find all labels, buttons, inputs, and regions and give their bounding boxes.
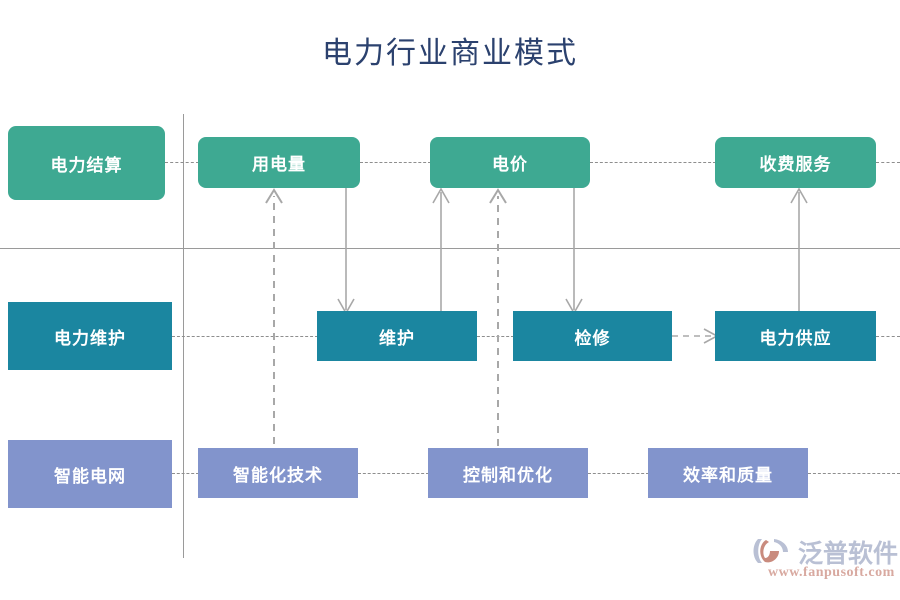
node-stage-efficiency-quality[interactable]: 效率和质量 — [648, 448, 808, 498]
node-label: 控制和优化 — [463, 465, 553, 485]
dashed-link-row2-c — [876, 336, 900, 337]
watermark-url: www.fanpusoft.com — [768, 565, 895, 580]
node-label: 检修 — [574, 328, 611, 348]
arrow-supply-to-billing — [787, 186, 811, 316]
node-stage-price[interactable]: 电价 — [430, 137, 590, 188]
node-label: 效率和质量 — [683, 465, 773, 485]
dashed-link-row1-a — [165, 162, 199, 163]
page-title: 电力行业商业模式 — [322, 37, 578, 70]
fanpu-logo-icon — [752, 536, 796, 566]
node-label: 电力供应 — [759, 328, 832, 348]
node-label: 电力维护 — [54, 328, 126, 348]
watermark: 泛普软件 www.fanpusoft.com — [752, 534, 898, 590]
node-stage-control-optimization[interactable]: 控制和优化 — [428, 448, 588, 498]
arrow-consumption-to-maintenance — [334, 186, 358, 316]
node-label: 智能电网 — [54, 466, 126, 486]
node-stage-overhaul[interactable]: 检修 — [513, 311, 672, 361]
node-stage-maintenance[interactable]: 维护 — [317, 311, 477, 361]
node-category-settlement[interactable]: 电力结算 — [8, 126, 165, 200]
node-category-smart-grid[interactable]: 智能电网 — [8, 440, 172, 508]
node-stage-billing-service[interactable]: 收费服务 — [715, 137, 876, 188]
dashed-link-row1-d — [876, 162, 900, 163]
arrow-price-to-overhaul — [562, 186, 586, 316]
dashed-link-row3-a — [172, 473, 199, 474]
dashed-link-row3-c — [588, 473, 649, 474]
node-stage-power-supply[interactable]: 电力供应 — [715, 311, 876, 361]
arrow-control-to-price — [486, 186, 510, 448]
node-category-power-maintenance[interactable]: 电力维护 — [8, 302, 172, 370]
watermark-brand: 泛普软件 — [798, 541, 899, 568]
dashed-link-row3-b — [358, 473, 429, 474]
node-label: 收费服务 — [759, 155, 832, 174]
node-label: 智能化技术 — [233, 465, 323, 485]
horizontal-guide-line — [0, 248, 900, 249]
dashed-link-row1-c — [590, 162, 716, 163]
dashed-link-row2-a — [172, 336, 318, 337]
node-label: 电价 — [492, 155, 528, 174]
node-stage-consumption[interactable]: 用电量 — [198, 137, 360, 188]
arrow-overhaul-to-supply — [672, 325, 719, 347]
node-label: 用电量 — [252, 155, 306, 174]
arrow-maintenance-to-price — [429, 186, 453, 316]
node-stage-smart-technology[interactable]: 智能化技术 — [198, 448, 358, 498]
dashed-link-row1-b — [360, 162, 431, 163]
node-label: 维护 — [379, 328, 415, 348]
dashed-link-row2-b — [477, 336, 514, 337]
node-label: 电力结算 — [50, 155, 123, 175]
arrow-smarttech-to-consumption — [262, 186, 286, 446]
dashed-link-row3-d — [808, 473, 900, 474]
